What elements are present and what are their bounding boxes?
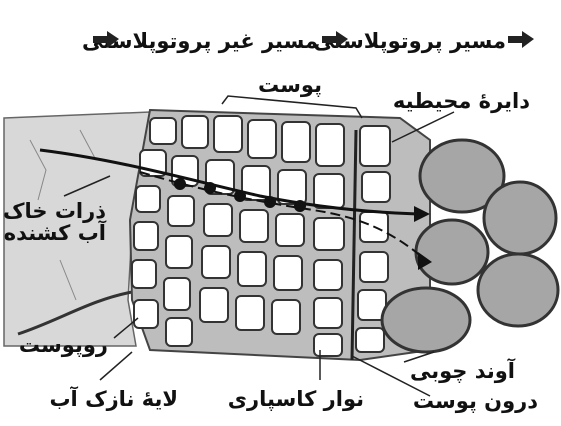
cell	[276, 214, 304, 246]
plasmodesma-dot	[234, 190, 246, 202]
cell	[238, 252, 266, 286]
plasmodesma-dot	[294, 200, 306, 212]
xylem-vessel	[478, 254, 558, 326]
cell	[236, 296, 264, 330]
cell	[134, 222, 158, 250]
cell	[150, 118, 176, 144]
cell	[248, 120, 276, 158]
cell	[282, 122, 310, 162]
label-endodermis: درون پوست	[413, 389, 538, 413]
cell	[202, 246, 230, 278]
cell	[274, 256, 302, 290]
cell	[316, 124, 344, 166]
label-soil-particles: ذرات خاک	[3, 199, 106, 223]
cell	[200, 288, 228, 322]
cell	[214, 116, 242, 152]
plasmodesma-dot	[204, 182, 216, 194]
cell	[134, 300, 158, 328]
legend-label-nonprotoplastic: مسیر غیر پروتوپلاستی	[82, 29, 318, 53]
label-xylem: آوند چوبی	[410, 358, 516, 383]
cell	[314, 334, 342, 356]
cell	[240, 210, 268, 242]
cell	[166, 236, 192, 268]
cell	[362, 172, 390, 202]
legend-arrow-icon	[508, 31, 534, 48]
cell	[314, 260, 342, 290]
plasmodesma-dot	[174, 178, 186, 190]
legend: مسیر پروتوپلاستی مسیر غیر پروتوپلاستی	[82, 29, 534, 53]
cell	[314, 174, 344, 208]
label-casparian-strip: نوار کاسپاری	[228, 387, 364, 411]
cell	[164, 278, 190, 310]
cell	[272, 300, 300, 334]
label-absorbent: آب کشنده	[4, 220, 107, 245]
cell	[356, 328, 384, 352]
label-cortex: پوست	[258, 73, 322, 97]
cell	[166, 318, 192, 346]
xylem-vessel	[416, 220, 488, 284]
cell	[136, 186, 160, 212]
label-pericycle: دایرهٔ محیطیه	[393, 89, 530, 113]
cell	[182, 116, 208, 148]
xylem-vessel	[484, 182, 556, 254]
plasmodesma-dot	[264, 196, 276, 208]
cell	[132, 260, 156, 288]
label-water-film: لایهٔ نازک آب	[49, 386, 178, 411]
cell	[168, 196, 194, 226]
cell	[360, 252, 388, 282]
cell	[314, 218, 344, 250]
xylem-vessel	[382, 288, 470, 352]
cell	[360, 126, 390, 166]
cell	[314, 298, 342, 328]
label-epidermis: روپوست	[19, 333, 108, 357]
cell	[204, 204, 232, 236]
